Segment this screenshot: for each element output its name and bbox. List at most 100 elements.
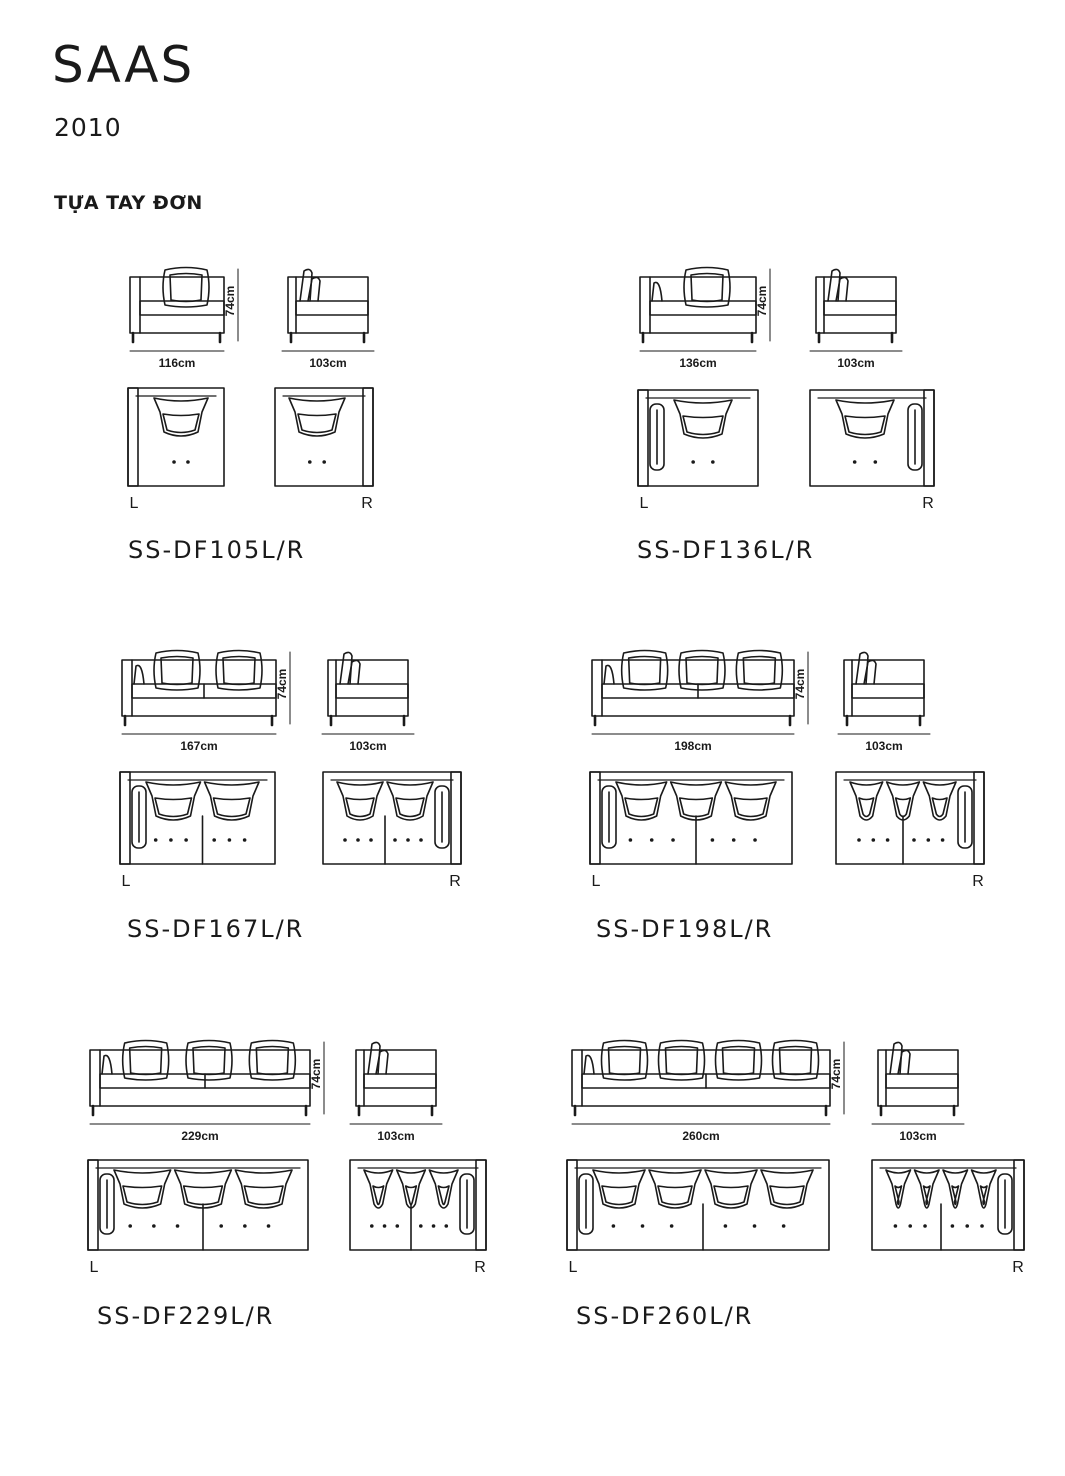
depth-label: 103cm: [309, 356, 346, 370]
tuft-dot: [950, 1224, 955, 1228]
height-label: 74cm: [755, 286, 769, 317]
tuft-dot: [393, 838, 397, 842]
front-side-bolster: [603, 664, 615, 685]
pillow-top-inner: [657, 1185, 693, 1206]
pillow-top-inner: [243, 1185, 284, 1206]
height-label: 74cm: [829, 1059, 843, 1090]
tuft-dot: [172, 460, 176, 464]
pillow-front-inner: [192, 1045, 226, 1076]
tuft-dot: [431, 1224, 436, 1228]
pillow-top: [913, 1169, 940, 1209]
height-label: 74cm: [223, 286, 237, 317]
tuft-dot: [691, 460, 695, 464]
pillow-front: [678, 649, 726, 691]
pillow-front-inner: [721, 1045, 756, 1076]
pillow-top: [173, 1169, 233, 1209]
pillow-top-inner: [154, 797, 193, 818]
pillow-top-inner: [404, 1185, 418, 1206]
pillow-front-inner: [778, 1045, 813, 1076]
pillow-top: [835, 399, 895, 439]
pillow-top-inner: [894, 1185, 903, 1206]
plan-arm: [127, 387, 139, 487]
tuft-dot: [266, 1224, 271, 1228]
side-pillow: [855, 651, 869, 685]
tuft-dot: [857, 838, 861, 842]
pillow-front: [153, 649, 201, 691]
pillow-top-inner: [979, 1185, 988, 1206]
tuft-dot: [242, 838, 247, 842]
right-label: R: [1012, 1259, 1024, 1276]
tuft-dot: [444, 1224, 449, 1228]
pillow-top-inner: [122, 1185, 163, 1206]
bolster-top: [997, 1173, 1013, 1235]
tuft-dot: [128, 1224, 132, 1228]
pillow-top-inner: [931, 797, 948, 818]
pillow-top: [970, 1169, 997, 1209]
model-code: SS-DF167L/R: [127, 915, 304, 943]
side-body: [287, 276, 369, 334]
side-pillow: [375, 1049, 389, 1075]
tuft-dot: [852, 460, 857, 464]
pillow-front-inner: [685, 655, 719, 686]
front-side-bolster: [583, 1054, 595, 1075]
right-label: R: [972, 873, 984, 890]
pillow-front: [714, 1039, 763, 1081]
width-label: 260cm: [682, 1129, 719, 1143]
bolster-top: [649, 403, 665, 471]
pillow-front-inner: [627, 655, 662, 686]
bolster-top: [578, 1173, 594, 1235]
pillow-top-inner: [733, 797, 768, 818]
side-seat: [823, 300, 897, 316]
side-body: [877, 1049, 959, 1107]
pillow-top-inner: [297, 413, 337, 434]
left-label: L: [640, 495, 649, 512]
pillow-top-inner: [858, 797, 875, 818]
right-label: R: [474, 1259, 486, 1276]
front-body: [129, 276, 225, 334]
side-seat: [295, 300, 369, 316]
bolster-top: [601, 785, 617, 849]
side-body: [815, 276, 897, 334]
pillow-top: [386, 781, 434, 821]
pillow-front-inner: [742, 655, 777, 686]
right-label: R: [922, 495, 934, 512]
tuft-dot: [912, 838, 916, 842]
pillow-top: [669, 781, 723, 821]
tuft-dot: [186, 460, 190, 464]
plan-outline: [119, 771, 276, 865]
pillow-top-inner: [951, 1185, 960, 1206]
pillow-top: [724, 781, 777, 821]
width-label: 167cm: [180, 739, 217, 753]
tuft-dot: [308, 460, 312, 464]
pillow-top: [760, 1169, 814, 1209]
plan-arm: [973, 771, 985, 865]
pillow-top-inner: [182, 1185, 224, 1206]
side-seat: [885, 1073, 959, 1089]
pillow-top-inner: [162, 413, 200, 434]
pillow-front-inner: [160, 655, 194, 686]
tuft-dot: [175, 1224, 180, 1228]
tuft-dot: [640, 1224, 645, 1228]
tuft-dot: [926, 838, 931, 842]
tuft-dot: [781, 1224, 786, 1228]
left-label: L: [592, 873, 601, 890]
pillow-front: [248, 1039, 297, 1081]
pillow-front: [162, 266, 210, 308]
pillow-top-inner: [437, 1185, 450, 1206]
tuft-dot: [369, 838, 373, 842]
brand-title: SAAS: [52, 36, 195, 94]
pillow-top: [849, 781, 884, 821]
tuft-dot: [980, 1224, 984, 1228]
tuft-dot: [710, 838, 715, 842]
section-title: TỰA TAY ĐƠN: [54, 192, 203, 214]
tuft-dot: [711, 460, 715, 464]
pillow-top-inner: [844, 415, 886, 436]
width-label: 136cm: [679, 356, 716, 370]
tuft-dot: [395, 1224, 400, 1228]
plan-arm: [362, 387, 374, 487]
tuft-dot: [406, 838, 410, 842]
